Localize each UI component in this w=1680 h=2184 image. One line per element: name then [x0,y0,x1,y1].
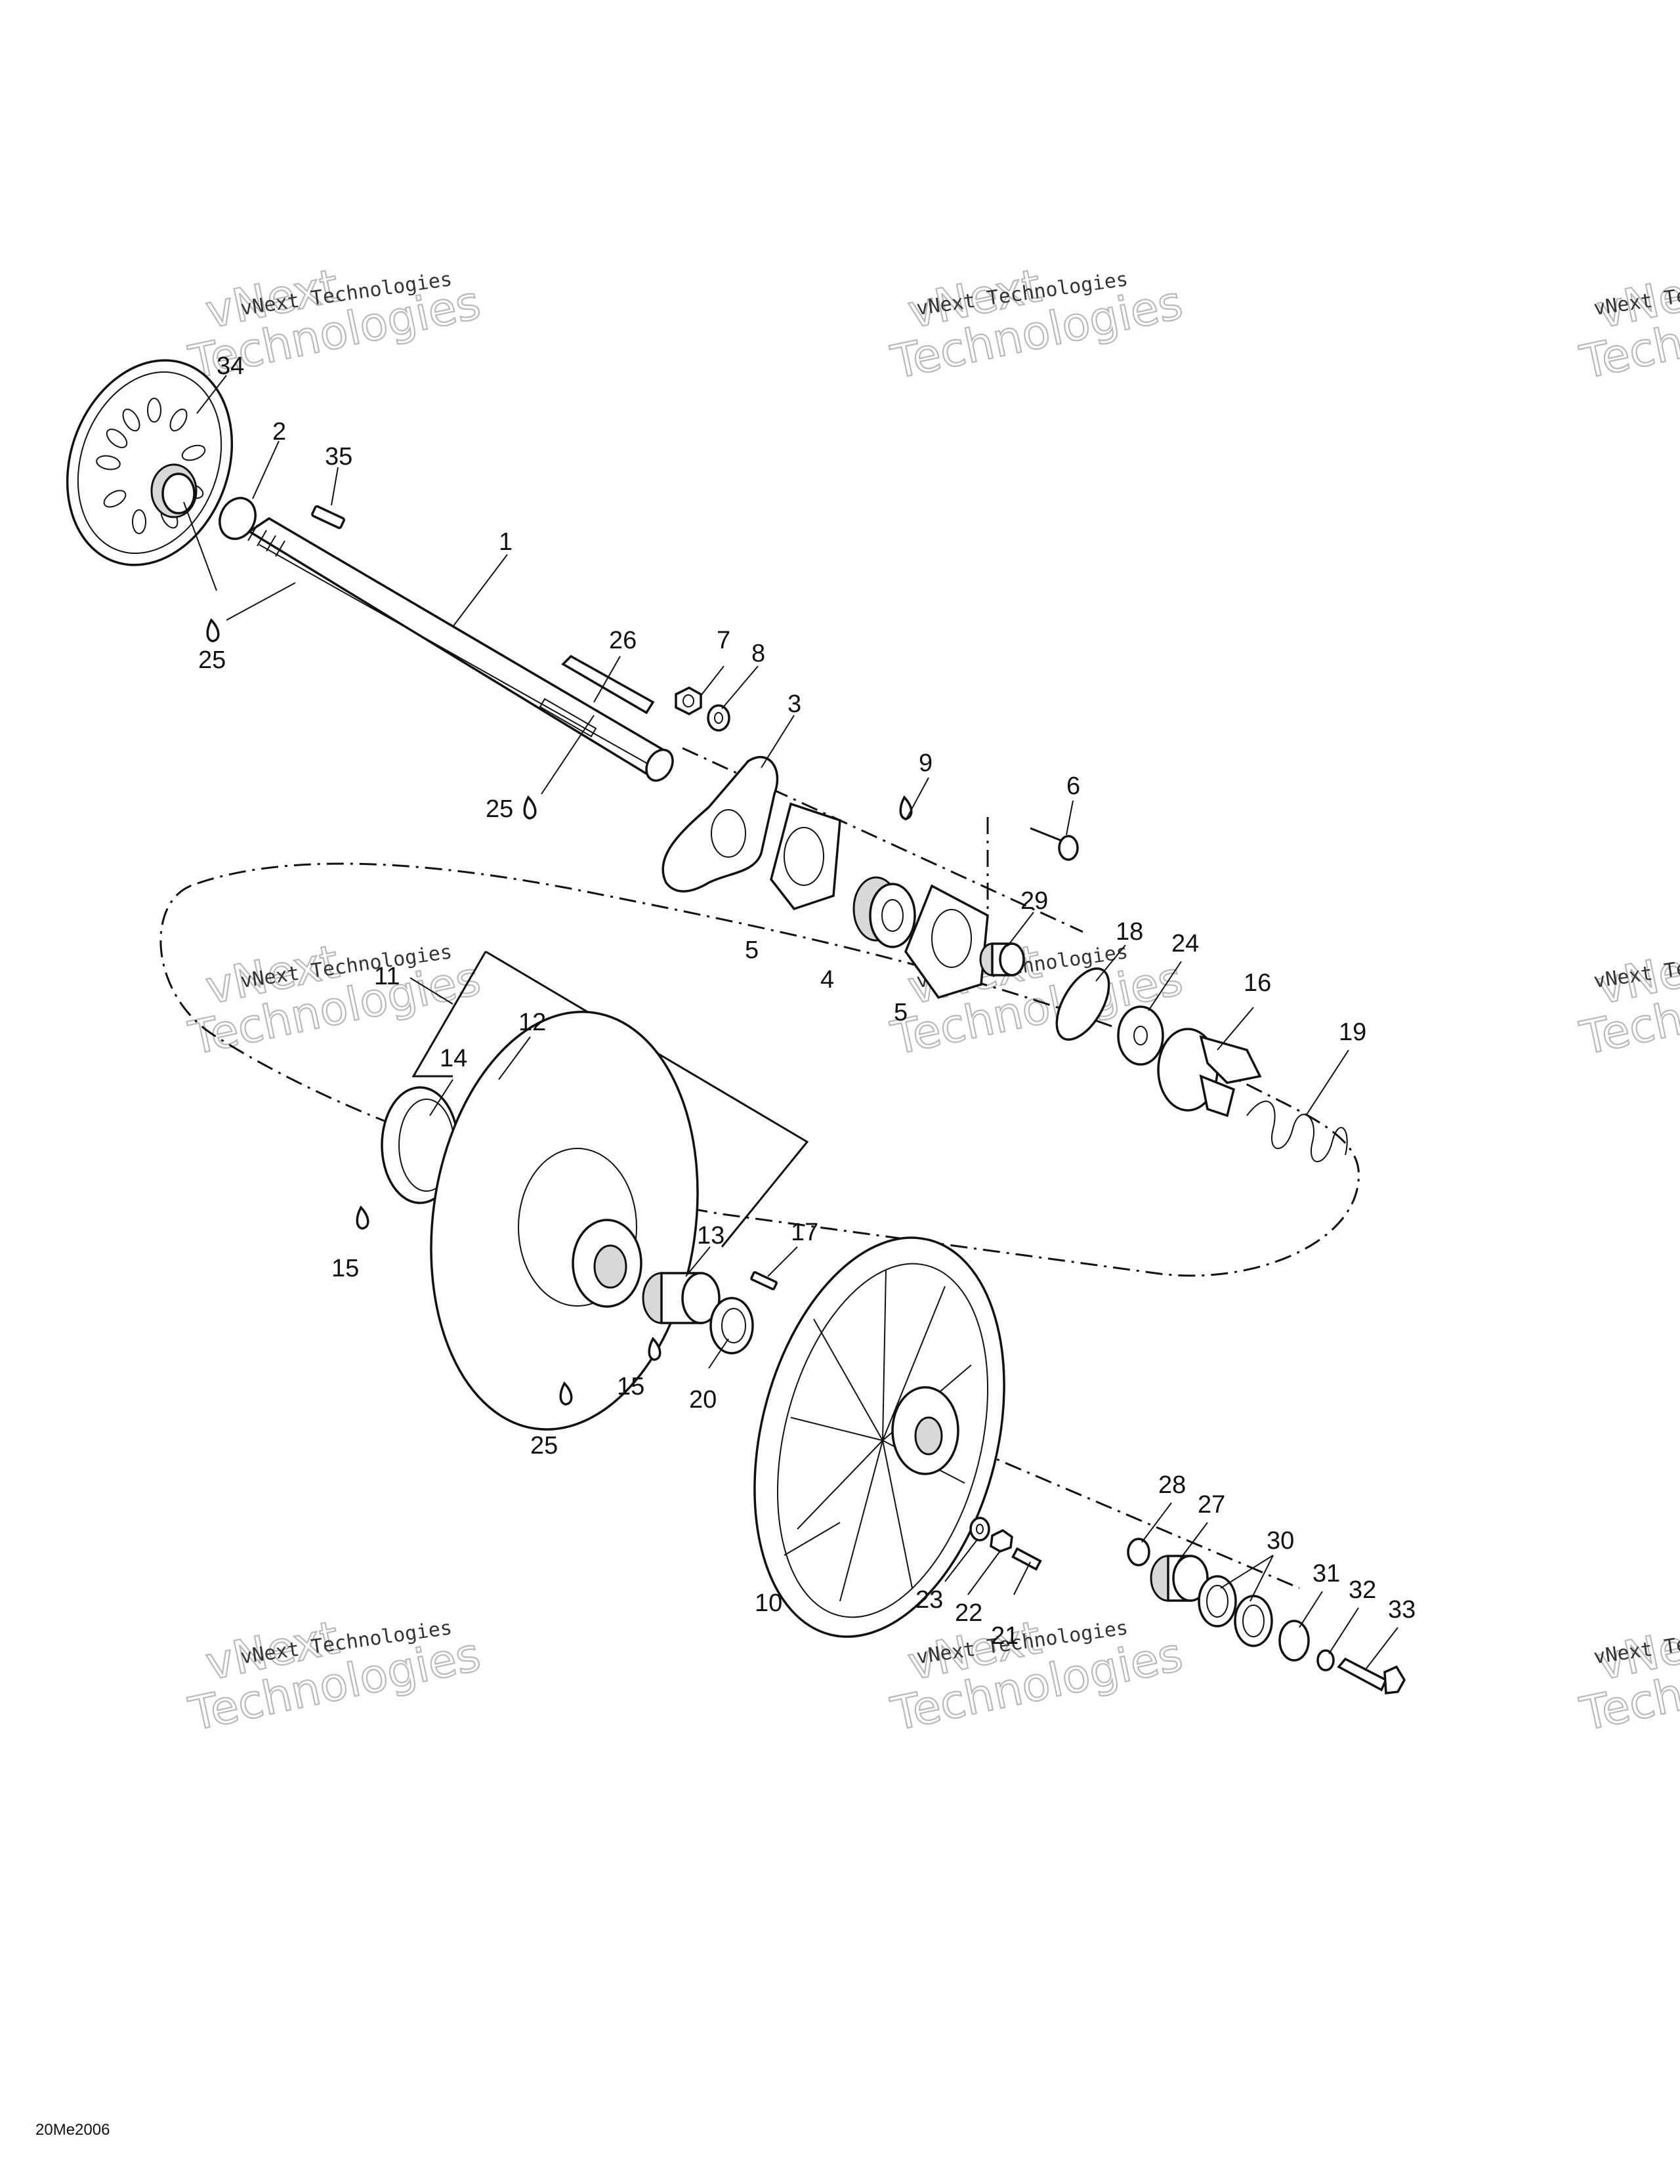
callout-12: 12 [518,1009,546,1036]
callout-16: 16 [1244,969,1271,997]
movable-sheave-11 [430,1011,699,1431]
washer-8 [707,704,730,732]
sheave-10 [753,1236,1005,1638]
nut-7 [675,686,702,715]
callout-3: 3 [788,690,801,718]
callout-18: 18 [1116,918,1143,946]
callout-22: 22 [955,1599,982,1627]
callout-34: 34 [217,352,244,380]
screw-6 [1030,827,1079,861]
washer-20 [709,1297,754,1354]
washer-23 [969,1517,990,1542]
bearing-4 [852,876,916,948]
spacer-27 [1150,1555,1209,1602]
shim-30a [1198,1575,1237,1628]
plate-3-hole [711,809,746,858]
callout-8: 8 [751,640,765,667]
callout-10: 10 [755,1589,782,1617]
washer-31 [1278,1620,1310,1662]
grease-fitting-25b [523,795,537,820]
callout-24: 24 [1171,930,1199,957]
callout-5b: 5 [894,999,908,1026]
retaining-ring-18 [1055,967,1110,1041]
grease-fitting-25c [559,1381,573,1406]
key-17 [750,1271,778,1291]
callout-21: 21 [991,1622,1018,1650]
callout-25: 25 [198,646,226,674]
watermark: vNext Technologies [184,1610,486,1742]
grease-fitting-25a [206,618,220,642]
bracket-11 [411,951,487,1078]
sleeve-13 [642,1272,721,1324]
flange-5a [770,802,841,911]
key-26 [561,654,655,715]
spring-19 [1246,1101,1348,1162]
bushing-29 [979,942,1025,976]
callout-2: 2 [272,418,286,446]
cam-16 [1157,1028,1262,1118]
belt-outline [159,862,1360,1277]
axis-line-lower [944,1436,1300,1589]
callout-20: 20 [689,1386,717,1414]
callout-1: 1 [499,528,513,556]
grease-fitting-15b [648,1337,662,1361]
callout-25c: 25 [530,1432,558,1460]
callout-17: 17 [791,1219,818,1246]
callout-labels: 34 2 35 1 25 26 7 8 3 25 9 6 5 4 5 29 18… [198,352,1416,1650]
o-ring-2 [219,497,257,540]
callout-19: 19 [1339,1018,1366,1046]
callout-35: 35 [325,443,352,471]
callout-15b: 15 [617,1373,644,1400]
shim-30b [1234,1595,1273,1647]
nut-22 [990,1528,1013,1553]
callout-23: 23 [915,1586,943,1614]
callout-14: 14 [440,1045,467,1072]
callout-28: 28 [1158,1471,1186,1499]
reference-code: 20Me2006 [35,2121,110,2139]
lock-washer-32 [1316,1649,1335,1671]
callout-26: 26 [609,627,637,654]
callout-31: 31 [1312,1560,1340,1587]
washer-24 [1117,1005,1164,1066]
callout-6: 6 [1066,772,1080,800]
callout-25b: 25 [486,795,513,823]
plate-3 [662,756,779,892]
callout-30: 30 [1267,1527,1294,1555]
grease-fitting-9 [899,795,913,820]
callout-5a: 5 [745,936,759,964]
washer-28 [1127,1538,1150,1566]
callout-29: 29 [1020,887,1048,915]
callout-4: 4 [820,966,834,994]
leader-lines [183,375,1398,1671]
callout-27: 27 [1198,1491,1225,1519]
bolt-33 [1337,1657,1406,1694]
callout-13: 13 [697,1222,724,1250]
callout-33: 33 [1388,1596,1416,1624]
grease-fitting-15a [356,1206,369,1230]
callout-15: 15 [331,1255,359,1282]
callout-9: 9 [919,749,933,777]
fixed-sheave-34 [66,359,234,566]
callout-32: 32 [1349,1576,1376,1604]
callout-11: 11 [374,963,400,990]
watermark: vNext Technologies [184,934,486,1066]
shaft-1 [247,516,674,782]
set-screw-21 [1011,1547,1042,1571]
key-35 [311,505,345,530]
callout-7: 7 [717,627,730,654]
